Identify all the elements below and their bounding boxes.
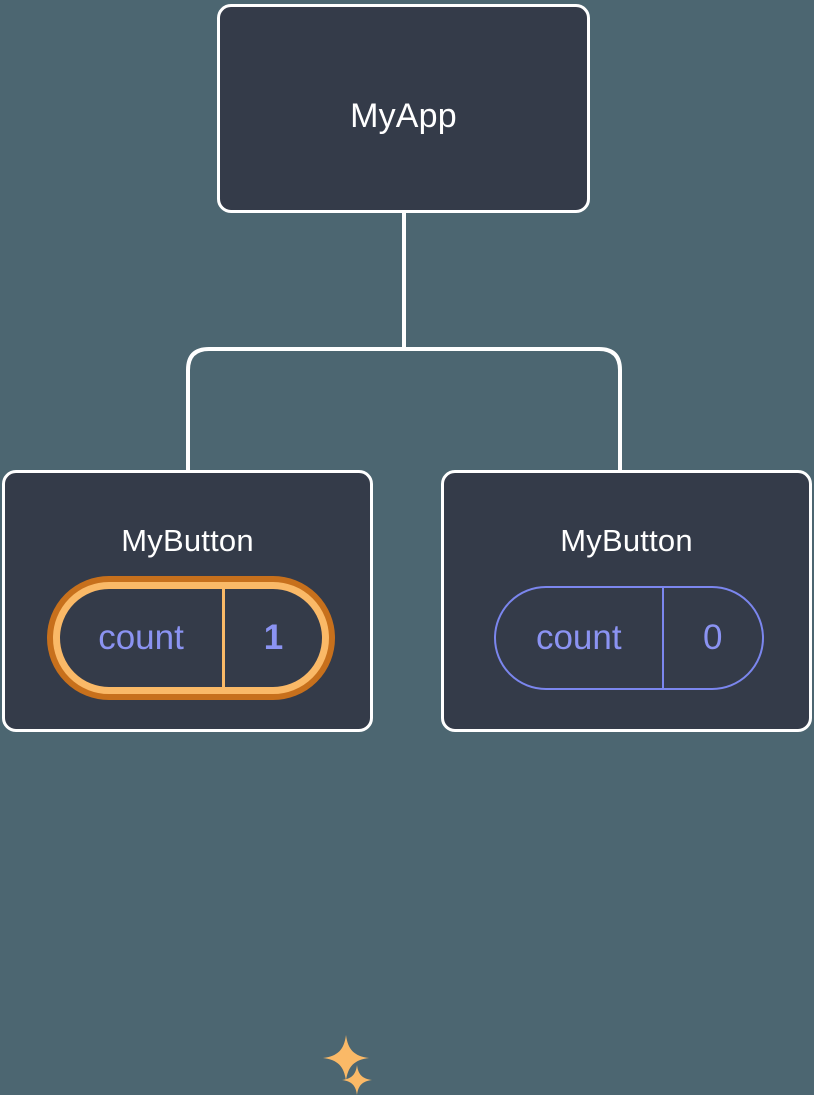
sparkle-small-icon — [342, 1065, 372, 1095]
node-myapp-title: MyApp — [350, 97, 457, 135]
state-pill-value: 1 — [263, 618, 284, 657]
node-myapp[interactable]: MyApp — [217, 4, 590, 213]
connector-branch-bar — [186, 347, 622, 470]
state-pill-inner-ring: count 1 — [53, 582, 329, 694]
node-mybutton-left-title: MyButton — [121, 523, 254, 558]
state-pill-key: count — [496, 588, 664, 688]
state-pill-highlight-wrapper: count 1 — [47, 576, 335, 700]
state-pill-count-inactive[interactable]: count 0 — [494, 586, 764, 690]
state-pill-value: 0 — [703, 618, 723, 657]
state-pill-count-active[interactable]: count 1 — [47, 576, 335, 700]
node-mybutton-right[interactable]: MyButton count 0 — [441, 470, 812, 732]
node-mybutton-left[interactable]: MyButton count 1 — [2, 470, 373, 1095]
node-mybutton-right-title: MyButton — [560, 523, 693, 558]
sparkle-large-icon — [323, 1035, 369, 1081]
component-tree-diagram: MyApp MyButton count 1 MyButton count 0 — [2, 4, 812, 1095]
state-pill-key: count — [60, 589, 226, 687]
